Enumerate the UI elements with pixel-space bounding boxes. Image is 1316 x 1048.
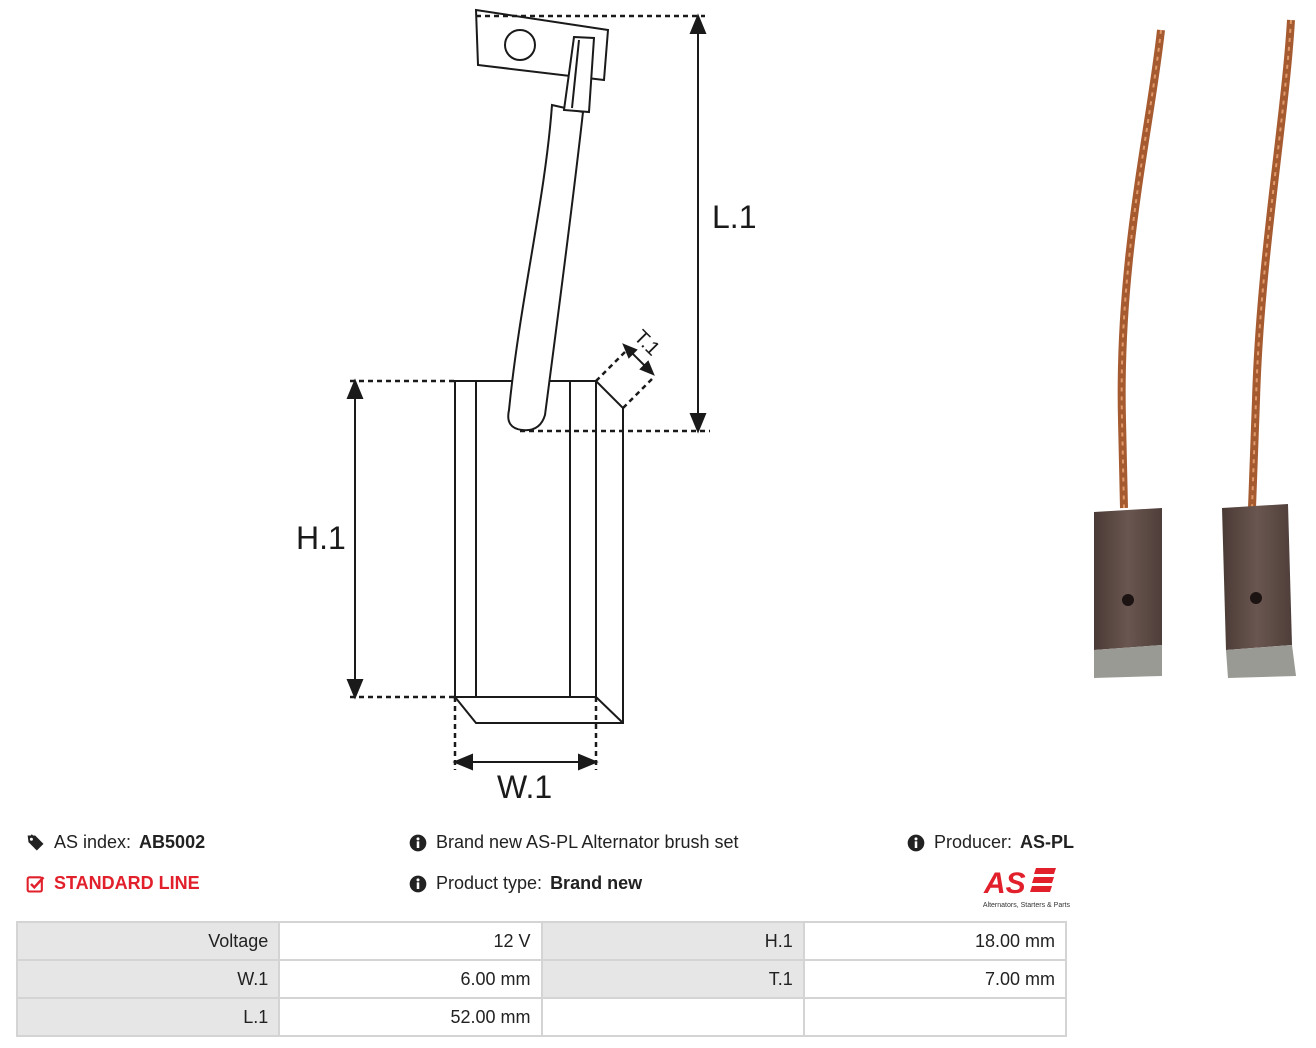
logo-tagline: Alternators, Starters & Parts bbox=[982, 902, 1070, 909]
info-circle-icon bbox=[409, 875, 427, 892]
spec-label: T.1 bbox=[540, 959, 805, 999]
producer-value: AS-PL bbox=[1020, 832, 1075, 852]
svg-text:AS: AS bbox=[983, 867, 1026, 896]
producer-label: Producer: bbox=[934, 832, 1013, 852]
carbon-brush-right bbox=[1222, 504, 1296, 678]
copper-lead-left bbox=[1117, 29, 1165, 509]
brush-dimension-drawing: L.1 H.1 W.1 T.1 bbox=[296, 8, 756, 800]
tag-icon bbox=[27, 834, 44, 850]
spec-label-empty bbox=[540, 997, 805, 1037]
table-row: L.1 52.00 mm bbox=[15, 997, 1068, 1037]
standard-line-label: STANDARD LINE bbox=[54, 873, 200, 893]
product-type-label: Product type: bbox=[436, 873, 543, 893]
carbon-brush-left bbox=[1094, 508, 1162, 678]
table-row: W.1 6.00 mm T.1 7.00 mm bbox=[15, 959, 1068, 999]
spec-value: 6.00 mm bbox=[278, 959, 543, 999]
product-type: Product type: Brand new bbox=[408, 873, 642, 894]
spec-label: W.1 bbox=[15, 959, 281, 999]
standard-line: STANDARD LINE bbox=[26, 873, 200, 894]
producer: Producer: AS-PL bbox=[906, 832, 1074, 853]
spec-value: 18.00 mm bbox=[802, 921, 1068, 961]
product-photo bbox=[1094, 19, 1296, 678]
spec-label: L.1 bbox=[15, 997, 281, 1037]
as-index-value: AB5002 bbox=[139, 832, 206, 852]
table-row: Voltage 12 V H.1 18.00 mm bbox=[15, 921, 1068, 961]
as-index-label: AS index: bbox=[54, 832, 132, 852]
as-index: AS index: AB5002 bbox=[26, 832, 205, 853]
label-l1: L.1 bbox=[712, 199, 756, 235]
label-h1: H.1 bbox=[296, 520, 346, 556]
product-type-value: Brand new bbox=[550, 873, 643, 893]
specs-table: Voltage 12 V H.1 18.00 mm W.1 6.00 mm T.… bbox=[15, 921, 1068, 1037]
info-circle-icon bbox=[409, 834, 427, 851]
spec-value: 12 V bbox=[278, 921, 543, 961]
as-pl-logo: AS Alternators, Starters & Parts bbox=[966, 866, 1070, 909]
spec-value: 7.00 mm bbox=[802, 959, 1068, 999]
info-circle-icon bbox=[907, 834, 925, 851]
spec-label: Voltage bbox=[15, 921, 281, 961]
spec-value: 52.00 mm bbox=[278, 997, 543, 1037]
as-logo-mark: AS bbox=[983, 867, 1056, 900]
spec-value-empty bbox=[802, 997, 1068, 1037]
description-text: Brand new AS-PL Alternator brush set bbox=[436, 832, 739, 852]
terminal-hole bbox=[504, 29, 536, 61]
product-description: Brand new AS-PL Alternator brush set bbox=[408, 832, 739, 853]
spec-label: H.1 bbox=[540, 921, 805, 961]
label-w1: W.1 bbox=[497, 769, 552, 800]
check-square-icon bbox=[26, 875, 45, 893]
